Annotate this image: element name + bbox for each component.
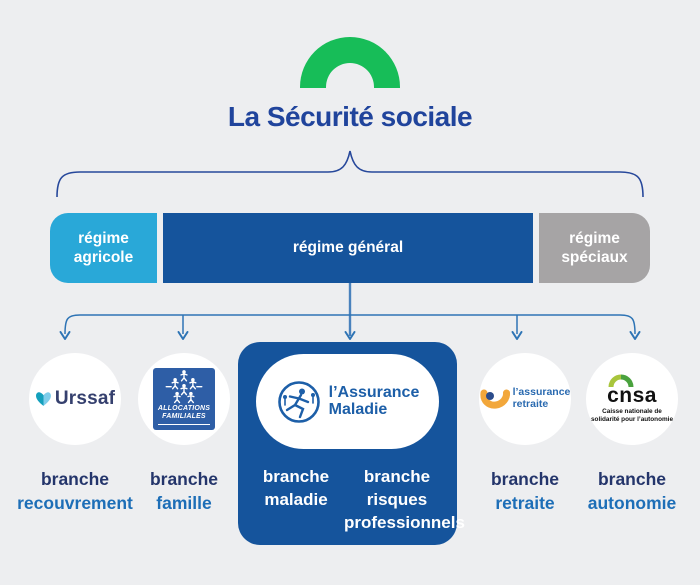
urssaf-circle: Urssaf (29, 353, 121, 445)
assurance-retraite-wordmark: l’assurance retraite (513, 387, 571, 410)
distribution-line (64, 314, 636, 335)
retraite-line1: l’assurance (512, 386, 571, 399)
regime-general-label: régime général (292, 239, 404, 257)
branche-recouvrement-label: branche recouvrement (5, 468, 145, 515)
branche-name: famille (156, 492, 212, 513)
cnsa-sub2: solidarité pour l’autonomie (590, 416, 674, 423)
assurance-maladie-emblem-icon (277, 380, 320, 423)
branche-retraite-label: branche retraite (455, 468, 595, 515)
branche-autonomie-label: branche autonomie (562, 468, 700, 515)
branche-word: branche (597, 469, 667, 489)
cnsa-circle: cnsa Caisse nationale de solidarité pour… (586, 353, 678, 445)
page-title: La Sécurité sociale (227, 101, 473, 132)
branche-risques-word: branche (363, 467, 431, 486)
assurance-maladie-wordmark: l’Assurance Maladie (328, 383, 420, 419)
caf-line2: FAMILIALES (162, 413, 206, 421)
regime-speciaux-box: régime spéciaux (539, 213, 650, 283)
brace-icon (56, 150, 644, 198)
regime-agricole-box: régime agricole (50, 213, 157, 283)
caf-family-figures-icon (165, 370, 203, 404)
caf-line1: ALLOCATIONS (157, 404, 211, 412)
branche-risques-name1: risques (366, 489, 428, 509)
assurance-retraite-circle: l’assurance retraite (479, 353, 571, 445)
urssaf-logo: Urssaf (35, 388, 115, 410)
branche-maladie-name: maladie (264, 489, 328, 509)
regime-agricole-label: régime agricole (73, 229, 134, 266)
branche-famille-label: branche famille (114, 468, 254, 515)
caf-logo: ALLOCATIONS FAMILIALES (153, 368, 215, 430)
assurance-maladie-card: l’Assurance Maladie branche maladie bran… (238, 342, 465, 545)
retraite-line2: retraite (512, 398, 549, 410)
cnsa-sub1: Caisse nationale de (602, 407, 662, 415)
retraite-smile-icon (480, 389, 510, 409)
branche-name: recouvrement (17, 492, 133, 513)
branche-risques-label: branche risques professionnels (344, 466, 465, 535)
urssaf-wordmark: Urssaf (54, 388, 116, 409)
branche-name: retraite (495, 492, 555, 513)
cnsa-arch-icon (608, 374, 634, 387)
assurance-maladie-logo: l’Assurance Maladie (256, 354, 439, 449)
urssaf-heart-icon (35, 392, 51, 406)
regime-speciaux-label: régime spéciaux (561, 229, 628, 266)
allocations-familiales-circle: ALLOCATIONS FAMILIALES (138, 353, 230, 445)
branche-name: autonomie (587, 492, 677, 513)
branche-maladie-word: branche (262, 467, 330, 486)
branche-word: branche (149, 469, 219, 489)
branche-risques-name2: professionnels (344, 512, 465, 532)
cnsa-wordmark: cnsa (607, 383, 657, 407)
cnsa-subtitle: Caisse nationale de solidarité pour l’au… (591, 408, 673, 425)
branche-word: branche (40, 469, 110, 489)
assurance-retraite-logo: l’assurance retraite (480, 387, 571, 411)
regime-general-box: régime général (163, 213, 533, 283)
caf-wordmark: ALLOCATIONS FAMILIALES (157, 404, 211, 425)
cnsa-logo: cnsa Caisse nationale de solidarité pour… (591, 374, 673, 425)
cnam-line1: l’Assurance (328, 383, 420, 401)
branche-word: branche (490, 469, 560, 489)
cnam-line2: Maladie (328, 400, 388, 418)
arrowheads (59, 331, 641, 340)
branche-maladie-label: branche maladie (248, 466, 344, 512)
